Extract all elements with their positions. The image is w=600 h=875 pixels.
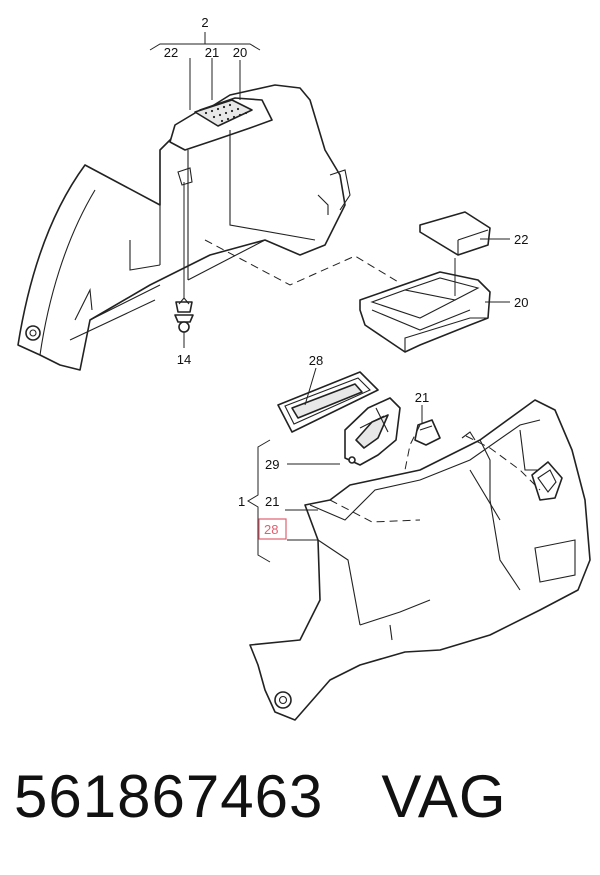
callout-lower-21: 21 xyxy=(265,494,279,509)
upper-trim-panel xyxy=(17,84,351,371)
tray-cover xyxy=(419,211,491,256)
callout-mat-28: 28 xyxy=(309,353,323,368)
callout-22: 22 xyxy=(164,45,178,60)
callout-tray-20: 20 xyxy=(514,295,528,310)
exploded-parts-diagram: 2 22 21 20 14 22 20 28 21 29 1 21 28 xyxy=(17,15,591,721)
callout-20: 20 xyxy=(233,45,247,60)
fastener-clip xyxy=(174,182,194,348)
callout-2: 2 xyxy=(201,15,208,30)
part-number: 561867463 xyxy=(14,763,324,830)
callout-cover-21: 21 xyxy=(415,390,429,405)
callout-leaders xyxy=(149,32,510,563)
highlight-box xyxy=(258,518,287,540)
small-cover xyxy=(414,419,441,446)
trim-mat xyxy=(277,371,379,433)
callout-29: 29 xyxy=(265,457,279,472)
callout-14: 14 xyxy=(177,352,191,367)
callout-lower-28: 28 xyxy=(264,522,278,537)
callout-21: 21 xyxy=(205,45,219,60)
lower-trim-panel xyxy=(249,399,591,721)
callout-tray-cover-22: 22 xyxy=(514,232,528,247)
support-bracket xyxy=(344,397,401,466)
caption: 561867463 VAG xyxy=(14,762,507,831)
storage-tray xyxy=(359,271,491,353)
callout-1: 1 xyxy=(238,494,245,509)
brand-name: VAG xyxy=(381,763,507,830)
callout-numbers: 2 22 21 20 14 22 20 28 21 29 1 21 28 xyxy=(164,15,529,537)
